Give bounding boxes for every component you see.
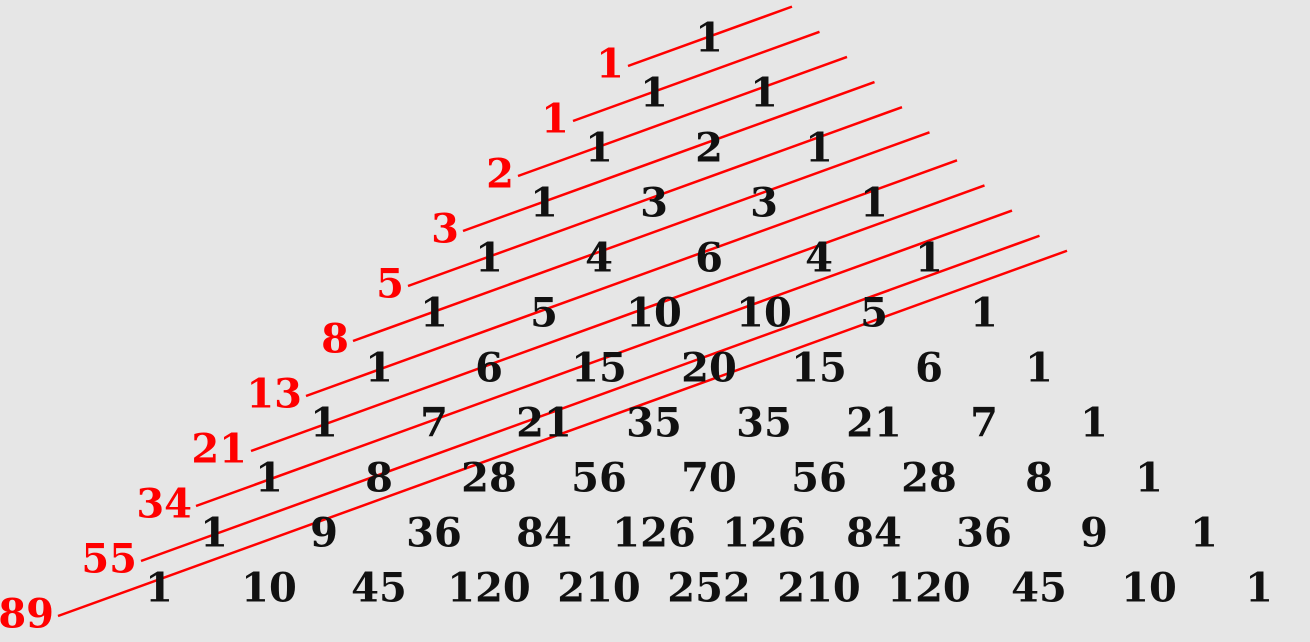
diagonal-line-1 xyxy=(572,30,820,123)
diagonal-line-6 xyxy=(305,159,958,398)
pascal-entry-r6-k6: 1 xyxy=(1025,345,1053,392)
pascal-entry-r10-k8: 45 xyxy=(1011,565,1067,612)
diagonal-line-8 xyxy=(195,209,1013,508)
fibonacci-1: 1 xyxy=(541,96,569,143)
pascal-entry-r5-k3: 10 xyxy=(736,290,792,337)
diagonal-line-10 xyxy=(57,249,1068,618)
pascal-entry-r9-k9: 1 xyxy=(1190,510,1218,557)
pascal-entry-r9-k4: 126 xyxy=(612,510,696,557)
pascal-entry-r3-k0: 1 xyxy=(530,180,558,227)
pascal-entry-r6-k5: 6 xyxy=(915,345,943,392)
pascal-entry-r1-k1: 1 xyxy=(750,70,778,117)
pascal-entry-r7-k3: 35 xyxy=(626,400,682,447)
pascal-entry-r6-k3: 20 xyxy=(681,345,737,392)
fibonacci-0: 1 xyxy=(596,41,624,88)
pascal-entry-r10-k9: 10 xyxy=(1121,565,1177,612)
pascal-entry-r4-k4: 1 xyxy=(915,235,943,282)
diagonal-line-0 xyxy=(627,5,793,68)
pascal-entry-r8-k0: 1 xyxy=(255,455,283,502)
fibonacci-9: 55 xyxy=(81,536,137,583)
diagonal-line-9 xyxy=(140,234,1040,563)
pascal-entry-r9-k0: 1 xyxy=(200,510,228,557)
pascal-entry-r1-k0: 1 xyxy=(640,70,668,117)
pascal-entry-r3-k3: 1 xyxy=(860,180,888,227)
pascal-entry-r8-k4: 70 xyxy=(681,455,737,502)
pascal-entry-r5-k0: 1 xyxy=(420,290,448,337)
pascal-entry-r8-k2: 28 xyxy=(461,455,517,502)
diagonal-line-7 xyxy=(250,184,985,453)
pascal-entry-r2-k2: 1 xyxy=(805,125,833,172)
diagonal-lines xyxy=(57,5,1068,618)
pascal-entry-r4-k1: 4 xyxy=(585,235,613,282)
fibonacci-7: 21 xyxy=(191,426,247,473)
pascal-entry-r3-k1: 3 xyxy=(640,180,668,227)
pascal-entry-r9-k3: 84 xyxy=(516,510,572,557)
pascal-entry-r4-k2: 6 xyxy=(695,235,723,282)
pascal-entry-r7-k2: 21 xyxy=(516,400,572,447)
pascal-entry-r7-k5: 21 xyxy=(846,400,902,447)
pascal-entry-r6-k0: 1 xyxy=(365,345,393,392)
pascal-entry-r2-k0: 1 xyxy=(585,125,613,172)
pascal-entry-r8-k1: 8 xyxy=(365,455,393,502)
pascal-entry-r5-k4: 5 xyxy=(860,290,888,337)
pascal-entry-r5-k2: 10 xyxy=(626,290,682,337)
pascal-entry-r6-k4: 15 xyxy=(791,345,847,392)
pascal-entry-r3-k2: 3 xyxy=(750,180,778,227)
fibonacci-2: 2 xyxy=(486,151,514,198)
pascal-entry-r6-k1: 6 xyxy=(475,345,503,392)
pascal-entry-r10-k7: 120 xyxy=(887,565,971,612)
diagonal-line-4 xyxy=(407,105,903,288)
diagonal-line-5 xyxy=(352,131,930,343)
pascal-entry-r8-k7: 8 xyxy=(1025,455,1053,502)
pascal-entry-r6-k2: 15 xyxy=(571,345,627,392)
fibonacci-8: 34 xyxy=(136,481,192,528)
pascal-entry-r9-k1: 9 xyxy=(310,510,338,557)
pascal-entry-r2-k1: 2 xyxy=(695,125,723,172)
pascal-entry-r5-k1: 5 xyxy=(530,290,558,337)
pascal-entry-r7-k1: 7 xyxy=(420,400,448,447)
pascal-entry-r4-k0: 1 xyxy=(475,235,503,282)
pascal-entry-r10-k6: 210 xyxy=(777,565,861,612)
pascal-entry-r10-k3: 120 xyxy=(447,565,531,612)
diagonal-line-2 xyxy=(517,55,848,178)
pascal-entry-r5-k5: 1 xyxy=(970,290,998,337)
pascal-entry-r9-k6: 84 xyxy=(846,510,902,557)
pascal-entry-r7-k4: 35 xyxy=(736,400,792,447)
pascal-entry-r9-k5: 126 xyxy=(722,510,806,557)
pascal-entry-r8-k3: 56 xyxy=(571,455,627,502)
pascal-entry-r10-k10: 1 xyxy=(1245,565,1273,612)
pascal-entry-r7-k0: 1 xyxy=(310,400,338,447)
pascal-entry-r10-k2: 45 xyxy=(351,565,407,612)
fibonacci-5: 8 xyxy=(321,316,349,363)
pascal-entry-r10-k4: 210 xyxy=(557,565,641,612)
pascal-entry-r8-k8: 1 xyxy=(1135,455,1163,502)
pascal-entry-r8-k5: 56 xyxy=(791,455,847,502)
pascal-entry-r9-k8: 9 xyxy=(1080,510,1108,557)
diagonal-line-3 xyxy=(462,80,875,233)
fibonacci-3: 3 xyxy=(431,206,459,253)
pascal-entry-r7-k6: 7 xyxy=(970,400,998,447)
pascal-entry-r9-k2: 36 xyxy=(406,510,462,557)
pascal-entry-r0-k0: 1 xyxy=(695,15,723,62)
pascal-entry-r7-k7: 1 xyxy=(1080,400,1108,447)
pascal-entry-r10-k1: 10 xyxy=(241,565,297,612)
pascal-entry-r4-k3: 4 xyxy=(805,235,833,282)
fibonacci-10: 89 xyxy=(0,591,54,638)
fibonacci-6: 13 xyxy=(246,371,302,418)
pascal-entry-r9-k7: 36 xyxy=(956,510,1012,557)
pascal-entry-r10-k0: 1 xyxy=(145,565,173,612)
pascal-entry-r10-k5: 252 xyxy=(667,565,751,612)
fibonacci-4: 5 xyxy=(376,261,404,308)
pascal-entry-r8-k6: 28 xyxy=(901,455,957,502)
